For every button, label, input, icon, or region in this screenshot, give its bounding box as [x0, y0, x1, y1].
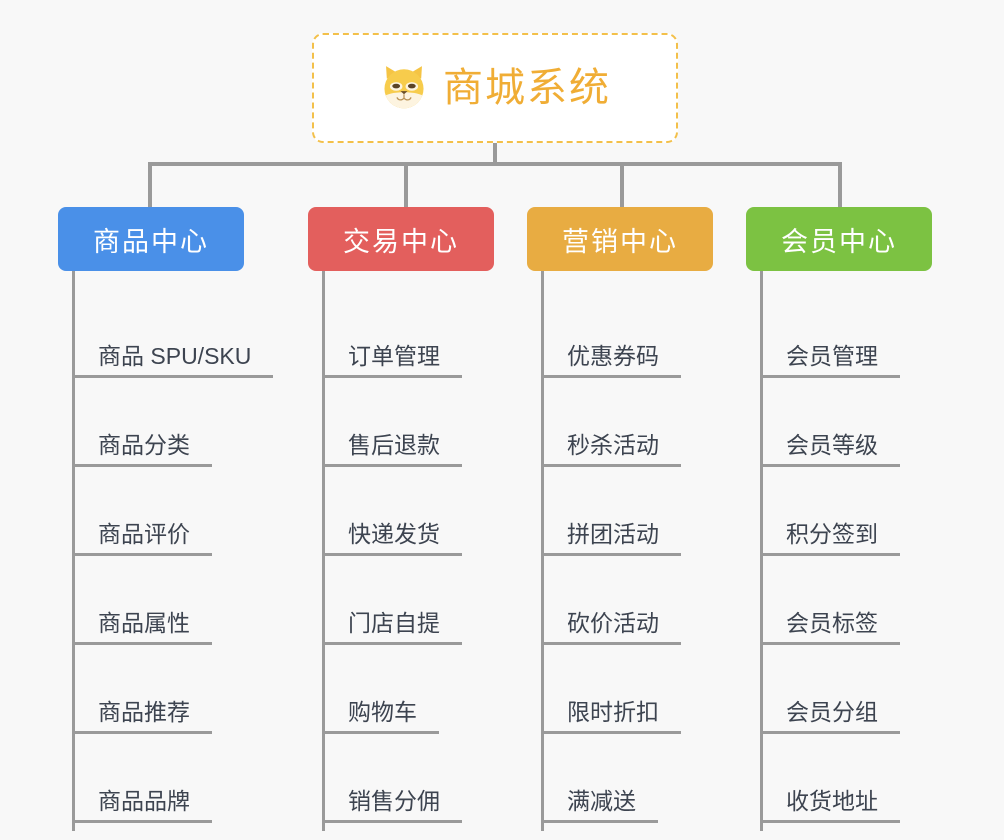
leaf-rail	[322, 271, 325, 831]
leaf-rail	[760, 271, 763, 831]
list-item-label: 快递发货	[322, 521, 462, 556]
list-item-label: 积分签到	[760, 521, 900, 556]
list-item[interactable]: 拼团活动	[527, 467, 713, 556]
list-item-label: 秒杀活动	[541, 432, 681, 467]
column-header-member-center[interactable]: 会员中心	[746, 207, 932, 271]
list-item-label: 购物车	[322, 699, 439, 734]
list-item[interactable]: 收货地址	[746, 734, 932, 823]
list-item[interactable]: 销售分佣	[308, 734, 494, 823]
column-header-product-center[interactable]: 商品中心	[58, 207, 244, 271]
list-item[interactable]: 商品评价	[58, 467, 244, 556]
list-item[interactable]: 优惠券码	[527, 289, 713, 378]
list-item[interactable]: 快递发货	[308, 467, 494, 556]
list-item[interactable]: 商品属性	[58, 556, 244, 645]
list-item[interactable]: 会员分组	[746, 645, 932, 734]
list-item[interactable]: 砍价活动	[527, 556, 713, 645]
column-member-center: 会员中心 会员管理 会员等级 积分签到 会员标签 会员分组 收货地址	[746, 207, 932, 831]
list-item-label: 满减送	[541, 788, 658, 823]
list-item-label: 门店自提	[322, 610, 462, 645]
list-item[interactable]: 门店自提	[308, 556, 494, 645]
leaf-list-marketing-center: 优惠券码 秒杀活动 拼团活动 砍价活动 限时折扣 满减送	[527, 271, 713, 831]
list-item-label: 售后退款	[322, 432, 462, 467]
list-item-label: 优惠券码	[541, 343, 681, 378]
list-item-label: 收货地址	[760, 788, 900, 823]
column-header-marketing-center[interactable]: 营销中心	[527, 207, 713, 271]
list-item-label: 会员标签	[760, 610, 900, 645]
leaf-list-trade-center: 订单管理 售后退款 快递发货 门店自提 购物车 销售分佣	[308, 271, 494, 831]
list-item-label: 拼团活动	[541, 521, 681, 556]
list-item-label: 商品分类	[72, 432, 212, 467]
column-header-trade-center[interactable]: 交易中心	[308, 207, 494, 271]
leaf-list-member-center: 会员管理 会员等级 积分签到 会员标签 会员分组 收货地址	[746, 271, 932, 831]
list-item-label: 商品品牌	[72, 788, 212, 823]
list-item[interactable]: 会员等级	[746, 378, 932, 467]
list-item[interactable]: 商品推荐	[58, 645, 244, 734]
root-title: 商城系统	[443, 66, 611, 110]
list-item[interactable]: 订单管理	[308, 289, 494, 378]
list-item-label: 销售分佣	[322, 788, 462, 823]
list-item[interactable]: 会员管理	[746, 289, 932, 378]
root-node[interactable]: 商城系统	[312, 33, 678, 143]
leaf-rail	[72, 271, 75, 831]
connector-drop-1	[148, 162, 152, 209]
list-item-label: 商品评价	[72, 521, 212, 556]
list-item-label: 商品属性	[72, 610, 212, 645]
leaf-list-product-center: 商品 SPU/SKU 商品分类 商品评价 商品属性 商品推荐 商品品牌	[58, 271, 274, 831]
column-trade-center: 交易中心 订单管理 售后退款 快递发货 门店自提 购物车 销售分佣	[308, 207, 494, 831]
connector-drop-4	[838, 162, 842, 209]
column-marketing-center: 营销中心 优惠券码 秒杀活动 拼团活动 砍价活动 限时折扣 满减送	[527, 207, 713, 831]
connector-drop-3	[620, 162, 624, 209]
list-item-label: 砍价活动	[541, 610, 681, 645]
list-item[interactable]: 商品分类	[58, 378, 244, 467]
leaf-rail	[541, 271, 544, 831]
connector-drop-2	[404, 162, 408, 209]
list-item[interactable]: 购物车	[308, 645, 494, 734]
list-item[interactable]: 会员标签	[746, 556, 932, 645]
dog-face-icon	[379, 63, 429, 113]
list-item-label: 限时折扣	[541, 699, 681, 734]
list-item[interactable]: 积分签到	[746, 467, 932, 556]
list-item-label: 商品 SPU/SKU	[72, 343, 274, 378]
list-item-label: 会员管理	[760, 343, 900, 378]
list-item[interactable]: 秒杀活动	[527, 378, 713, 467]
column-product-center: 商品中心 商品 SPU/SKU 商品分类 商品评价 商品属性 商品推荐 商品品牌	[58, 207, 274, 831]
connector-horizontal-bar	[148, 162, 842, 166]
list-item[interactable]: 商品品牌	[58, 734, 244, 823]
list-item-label: 会员等级	[760, 432, 900, 467]
connector-stem	[493, 143, 497, 164]
list-item-label: 会员分组	[760, 699, 900, 734]
list-item[interactable]: 限时折扣	[527, 645, 713, 734]
list-item[interactable]: 满减送	[527, 734, 713, 823]
list-item[interactable]: 商品 SPU/SKU	[58, 289, 274, 378]
list-item[interactable]: 售后退款	[308, 378, 494, 467]
list-item-label: 订单管理	[322, 343, 462, 378]
list-item-label: 商品推荐	[72, 699, 212, 734]
